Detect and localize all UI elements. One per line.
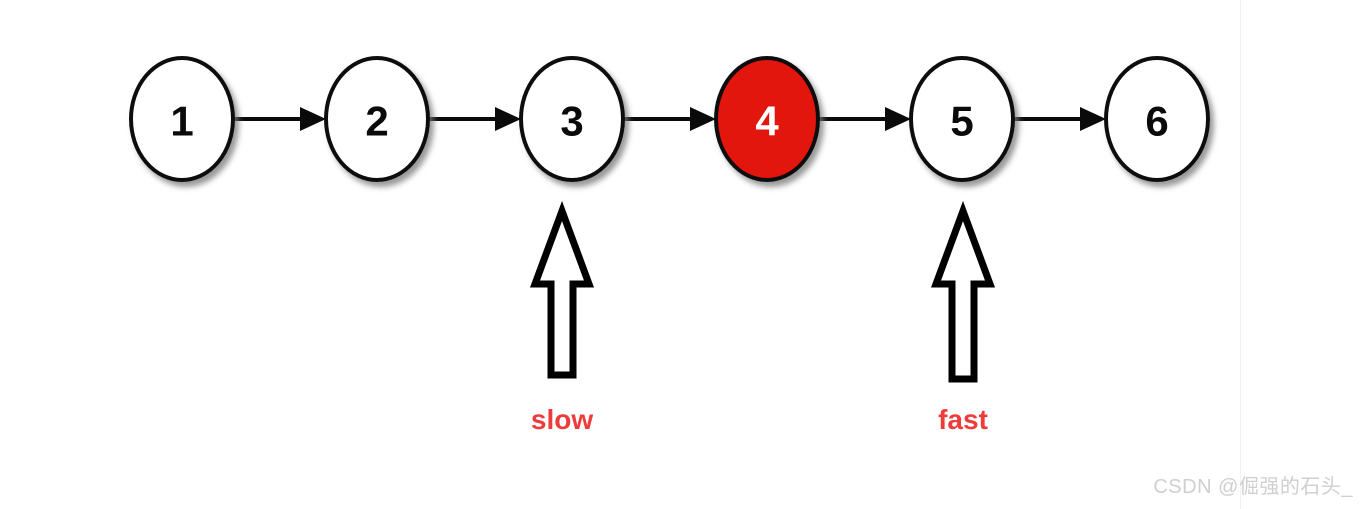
node-2[interactable]: 2 (324, 56, 430, 182)
node-5-label: 5 (950, 98, 973, 145)
link-1-2 (233, 107, 326, 131)
slow-pointer-label: slow (530, 404, 594, 435)
slow-pointer-arrow-icon (529, 200, 595, 379)
node-1[interactable]: 1 (129, 56, 235, 182)
link-2-3 (428, 107, 521, 131)
node-3-label: 3 (560, 98, 583, 145)
node-4-label: 4 (755, 98, 779, 145)
node-1-shape (129, 56, 235, 182)
fast-pointer-arrow-icon (930, 200, 996, 383)
link-5-6 (1013, 107, 1106, 131)
image-edge-artifact (1240, 0, 1241, 509)
link-3-4 (623, 107, 716, 131)
node-1-label: 1 (170, 98, 193, 145)
link-group (233, 107, 1106, 131)
link-4-5 (818, 107, 911, 131)
node-4-highlighted[interactable]: 4 (714, 56, 820, 182)
node-4-shape (714, 56, 820, 182)
node-5-shape (909, 56, 1015, 182)
fast-pointer-label: fast (938, 404, 988, 435)
node-3-shape (519, 56, 625, 182)
node-6-label: 6 (1145, 98, 1168, 145)
node-3[interactable]: 3 (519, 56, 625, 182)
node-2-shape (324, 56, 430, 182)
node-5[interactable]: 5 (909, 56, 1015, 182)
csdn-watermark: CSDN @倔强的石头_ (1153, 476, 1353, 498)
node-6-shape (1104, 56, 1210, 182)
node-2-label: 2 (365, 98, 388, 145)
node-6[interactable]: 6 (1104, 56, 1210, 182)
